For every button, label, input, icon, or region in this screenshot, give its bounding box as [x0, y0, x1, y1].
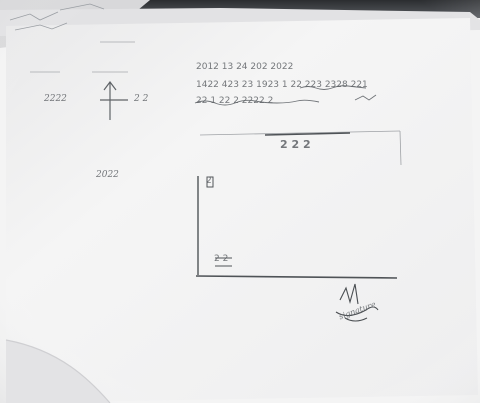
doc-line-3: 22 1 22 2 2222 2 — [196, 96, 274, 106]
handwritten-lines — [194, 85, 377, 106]
left-label-1: 2222 — [44, 94, 67, 104]
signature-scribble — [335, 283, 379, 322]
header-ruled-marks — [30, 41, 135, 73]
box-mark-top: 2 — [206, 176, 212, 186]
doc-line-1: 2012 13 24 202 2022 — [196, 62, 294, 72]
box-mark-bottom: 2 2 — [214, 254, 229, 264]
plan-box — [195, 130, 402, 279]
doc-line-2: 1422 423 23 1923 1 22 223 2328 221 — [196, 80, 368, 90]
left-label-2: 2 2 — [134, 94, 149, 104]
under-sheet-scribbles — [9, 3, 105, 31]
box-heading: 2 2 2 — [280, 138, 311, 151]
left-label-3: 2022 — [96, 170, 119, 180]
left-diagram-arrows — [100, 81, 128, 120]
curled-sheet-shadow — [6, 340, 110, 403]
